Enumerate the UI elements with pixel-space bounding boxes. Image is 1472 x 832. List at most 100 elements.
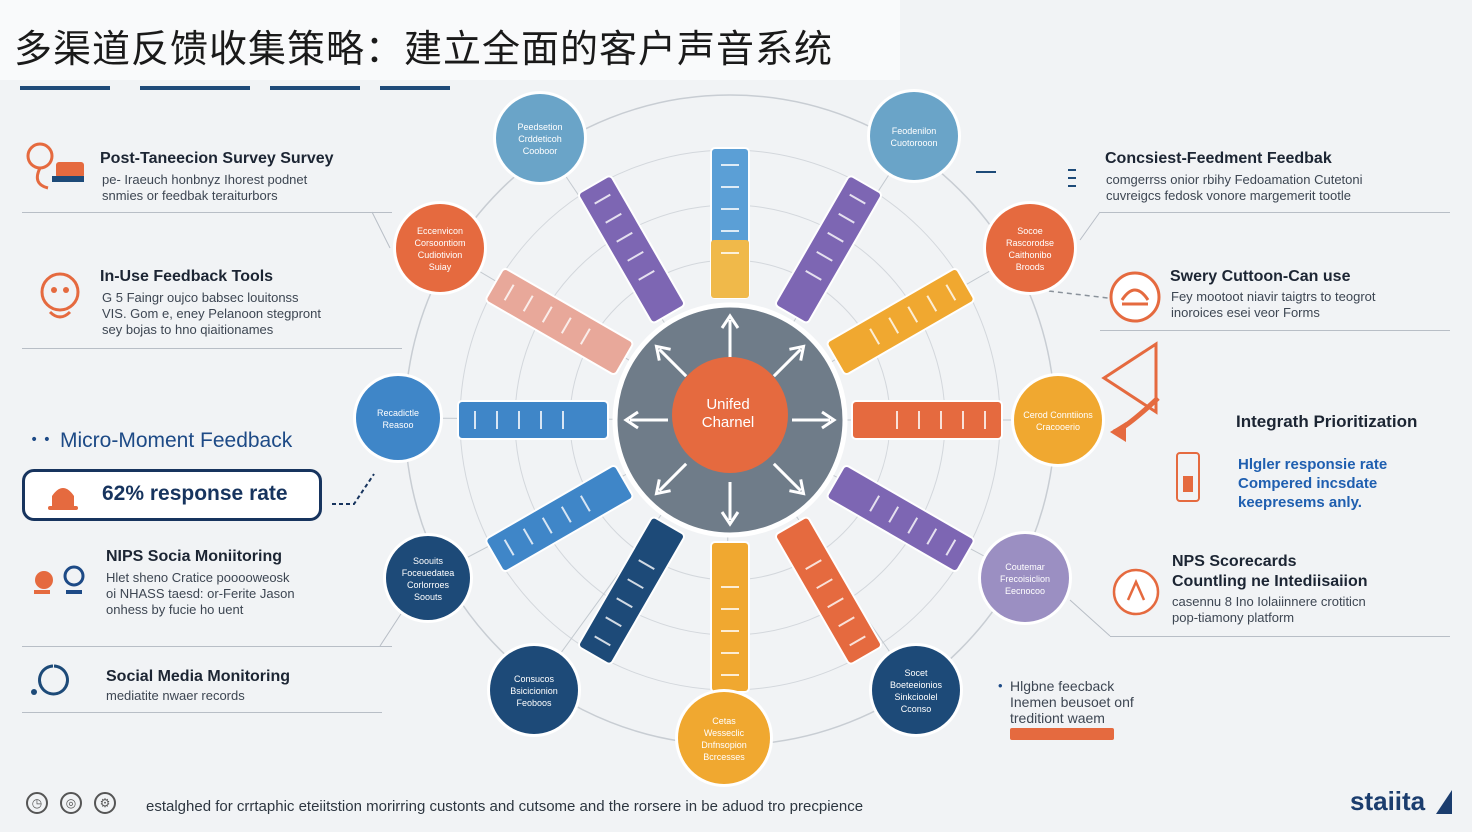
right-dash-markers [976,169,1076,187]
channel-bar-8 [578,516,685,665]
feedback-note-1: Hlgbne feecback [1010,678,1115,694]
hub-arrow-2 [772,344,806,378]
right-item-3-body-2: pop-tiamony platform [1172,610,1295,625]
monitoring-icon [31,664,69,696]
divider [1100,330,1450,331]
hub-label-line1: Unifed [706,396,749,413]
globe-icon[interactable]: ◎ [60,792,82,814]
bullet-icon: • [998,678,1003,693]
node-circle [872,646,960,734]
left-item-4-heading: Social Media Monitoring [106,668,291,685]
left-item-2-body-1: G 5 Faingr oujco babsec louitonss [102,290,299,305]
channel-bar-12 [578,175,685,324]
node-label: Crddeticoh [518,134,562,144]
response-rate-box [22,469,322,521]
node-label: Soouts [414,592,443,602]
node-label: Cetas [712,716,736,726]
channel-bar-9 [485,465,634,572]
right-item-1-heading: Concsiest-Feedment Feedbak [1105,150,1332,167]
settings-icon[interactable]: ⚙ [94,792,116,814]
integrath-title: Integrath Prioritization [1236,412,1418,431]
node-circles: PeedsetionCrddeticohCooboorFeodenilonCuo… [353,89,1105,787]
page-title: 多渠道反馈收集策略：建立全面的客户声音系统 [14,27,834,71]
node-label: Bsicicionion [510,686,558,696]
node-label: Eccenvicon [417,226,463,236]
channel-bar-4 [851,400,1003,440]
node-label: Cuotorooon [890,138,937,148]
node-label: Boeteeionios [890,680,943,690]
integrath-stat-1: Hlgler responsie rate [1238,456,1388,473]
divider [1110,636,1450,637]
node-label: Cconso [901,704,932,714]
channel-bar-10 [457,400,609,440]
tools-icon [40,272,80,319]
channel-bar-6 [775,516,882,665]
node-label: Socoe [1017,226,1043,236]
hub-arrow-7 [623,410,668,430]
orange-tag [1010,728,1114,740]
node-circle [678,692,770,784]
node-label: Suiay [429,262,452,272]
left-item-2-body-3: sey bojas to hno qiaitionames [102,322,274,337]
feedback-note-3: treditiont waem [1010,710,1105,726]
hub-core [672,357,788,473]
node-label: Bcrcesses [703,752,745,762]
scorecard-icon [1112,568,1160,616]
hub-arrow-5 [720,482,740,527]
node-label: Cudiotivion [418,250,463,260]
dots-icon: • • [30,432,51,448]
left-item-3-body-2: oi NHASS taesd: or-Ferite Jason [106,586,295,601]
brand-logo: staiita [1350,786,1426,816]
hub-arrow-1 [720,313,740,358]
node-label: Wesseclic [704,728,745,738]
gauge-icon [1176,452,1200,502]
node-circle [986,204,1074,292]
node-circle [490,646,578,734]
hub-arrows [623,313,837,527]
channel-bar-1 [710,147,750,299]
right-item-1-body-2: cuvreigcs fedosk vonore margemerit tootl… [1106,188,1351,203]
channel-bars [457,147,1003,693]
node-label: Eecnocoo [1005,586,1045,596]
survey-icon [26,142,84,190]
node-label: Dnfnsopion [701,740,747,750]
node-circle [386,536,470,620]
node-label: Soouits [413,556,444,566]
node-label: Consucos [514,674,555,684]
node-circle [1014,376,1102,464]
node-label: Peedsetion [517,122,562,132]
hub-label-line2: Charnel [702,414,755,431]
clock-icon[interactable]: ◷ [26,792,48,814]
node-label: Broods [1016,262,1045,272]
left-item-1-body-1: pe- Iraeuch honbnyz Ihorest podnet [102,172,308,187]
node-label: Recadictle [377,408,419,418]
bell-icon [48,488,78,510]
node-label: Caithonibo [1008,250,1051,260]
right-item-3-heading: NPS Scorecards [1172,553,1297,570]
node-label: Socet [904,668,928,678]
divider [22,646,392,647]
response-rate-stat: 62% response rate [102,482,288,505]
right-item-2-heading: Swery Cuttoon-Can use [1170,268,1351,285]
node-label: Rascorodse [1006,238,1054,248]
left-item-3-heading: NIPS Socia Moniitoring [106,548,283,565]
channel-bar-5 [826,465,975,572]
left-item-4-body-1: mediatite nwaer records [106,688,245,703]
node-circle [356,376,440,460]
node-circle [396,204,484,292]
hub-arrow-4 [772,462,806,496]
left-item-1-heading: Post-Taneecion Survey Survey [100,150,334,167]
node-label: Reasoo [382,420,413,430]
micro-moment-title: Micro-Moment Feedback [60,429,293,452]
left-item-2-heading: In-Use Feedback Tools [100,268,274,285]
feedback-note-2: Inemen beusoet onf [1010,694,1134,710]
left-item-3-body-1: Hlet sheno Cratice pooooweosk [106,570,290,585]
